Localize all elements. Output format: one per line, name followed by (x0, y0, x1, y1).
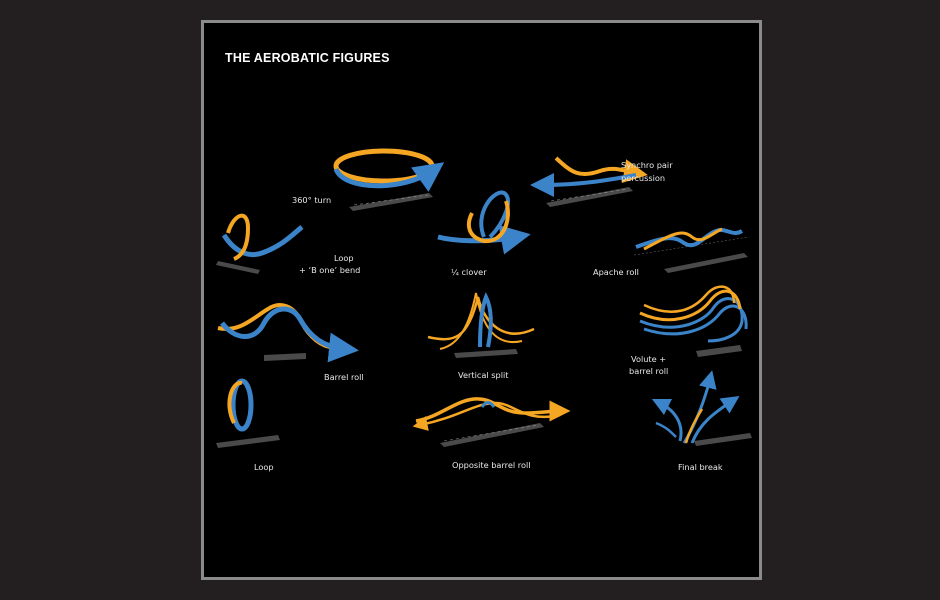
ribbon-blue-barrel (220, 306, 359, 363)
ribbon-blue-final-2 (690, 396, 740, 444)
ribbon-blue-opposite (480, 401, 496, 408)
label-quarter-clover: ¼ clover (451, 267, 487, 277)
ribbon-blue-clover-loop (479, 190, 510, 239)
figures-panel: THE AEROBATIC FIGURES 360° turn Sync (201, 20, 762, 580)
runway-opposite (440, 423, 544, 447)
ribbon-orange-synchro (554, 156, 648, 183)
label-volute-barrel-roll: Volute + barrel roll (629, 354, 669, 376)
label-opposite-barrel-roll: Opposite barrel roll (452, 460, 531, 470)
figure-quarter-clover: ¼ clover (437, 190, 531, 277)
ribbon-blue-360-turn (333, 162, 445, 192)
ribbon-orange-volute-1 (639, 289, 742, 322)
ribbon-blue-volute-1 (639, 297, 744, 343)
runway-final-break (694, 433, 752, 446)
runway-apache (664, 253, 748, 273)
ribbon-blue-loop (230, 378, 254, 432)
panel-title: THE AEROBATIC FIGURES (225, 51, 390, 65)
ribbon-orange-opposite-2 (412, 401, 561, 431)
ribbon-orange-loop (227, 381, 243, 424)
aerobatic-figures-diagram: 360° turn Synchro pair percussion Loop +… (216, 148, 752, 472)
label-synchro-percussion: Synchro pair percussion (621, 160, 675, 183)
figure-loop-b-one-bend: Loop + ‘B one’ bend (216, 213, 360, 275)
figure-final-break: Final break (651, 370, 752, 472)
figure-loop: Loop (216, 378, 280, 472)
label-final-break: Final break (678, 462, 723, 472)
ribbon-orange-apache (643, 227, 723, 251)
ribbon-blue-loop-bend (221, 225, 304, 258)
runway-360-turn (349, 193, 433, 211)
label-barrel-roll: Barrel roll (324, 372, 364, 382)
figure-opposite-barrel-roll: Opposite barrel roll (412, 397, 571, 470)
runway-volute (696, 345, 742, 357)
runway-loop-bend (216, 261, 260, 274)
label-vertical-split: Vertical split (458, 370, 509, 380)
ribbon-orange-clover (466, 200, 510, 244)
ribbon-orange-vsplit-1 (427, 296, 535, 341)
label-apache-roll: Apache roll (593, 267, 639, 277)
ribbon-blue-synchro (530, 172, 637, 197)
figure-barrel-roll: Barrel roll (217, 303, 364, 382)
figure-apache-roll: Apache roll (593, 227, 750, 277)
runway-vsplit (454, 349, 518, 358)
runway-barrel (264, 353, 306, 361)
label-loop-b-one-bend: Loop + ‘B one’ bend (299, 253, 360, 275)
ribbon-blue-final-3 (651, 398, 683, 442)
ribbon-orange-volute-2 (643, 285, 736, 313)
ribbon-blue-clover (437, 225, 531, 255)
figure-vertical-split: Vertical split (427, 292, 535, 380)
ribbon-blue-vsplit (478, 292, 493, 348)
figure-synchro-percussion: Synchro pair percussion (530, 156, 675, 207)
ribbon-blue-volute-2 (643, 304, 748, 336)
label-360-turn: 360° turn (292, 195, 331, 205)
runway-synchro (546, 187, 633, 207)
figure-volute-barrel-roll: Volute + barrel roll (629, 285, 748, 376)
ribbon-orange-loop-bend (226, 213, 251, 261)
runway-loop (216, 435, 280, 448)
label-loop: Loop (254, 462, 274, 472)
ribbon-blue-final-4 (655, 421, 677, 438)
ribbon-orange-final (684, 408, 704, 444)
figure-360-turn: 360° turn (292, 148, 445, 211)
ribbon-orange-vsplit-2 (439, 292, 523, 350)
